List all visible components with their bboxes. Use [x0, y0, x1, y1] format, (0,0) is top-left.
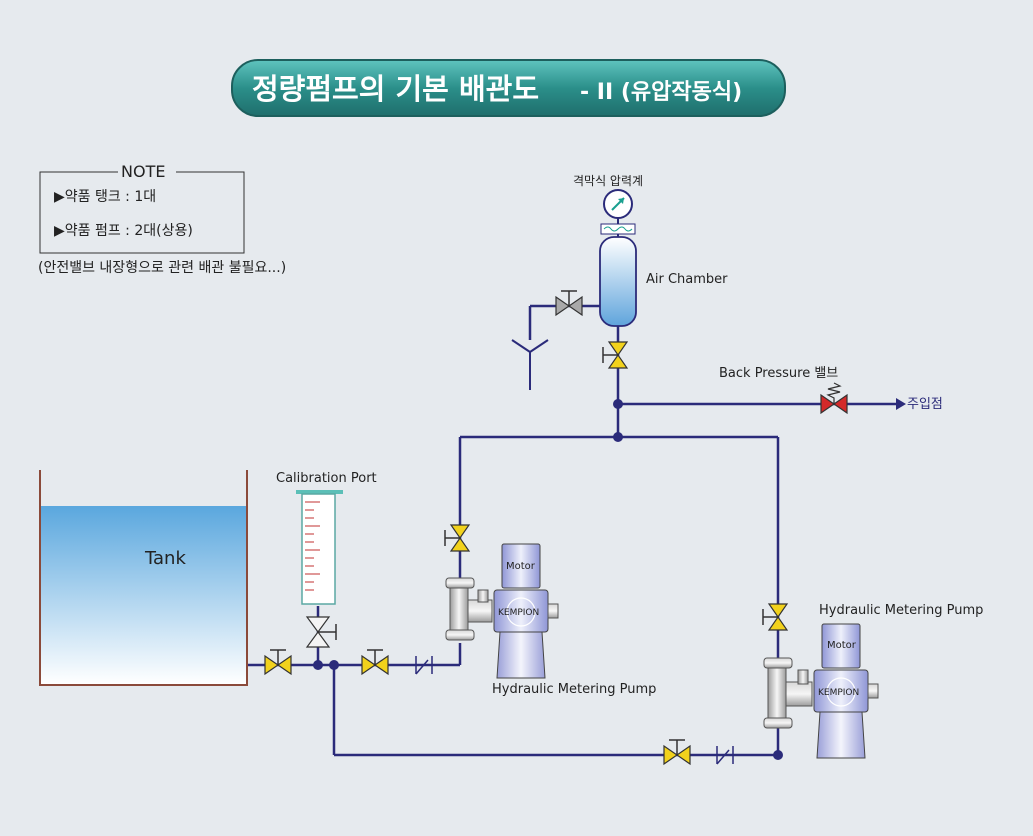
gate-valve-icon[interactable] — [762, 603, 789, 631]
air-chamber: Air Chamber — [599, 236, 728, 327]
calibration-port-label: Calibration Port — [276, 471, 377, 486]
note-line-1: ▶약품 탱크 : 1대 — [54, 189, 156, 205]
arrow-icon — [896, 398, 906, 410]
check-valve-icon — [415, 656, 433, 675]
drain-funnel-icon — [511, 339, 549, 390]
pump-1-motor-label: Motor — [506, 561, 536, 572]
air-chamber-label: Air Chamber — [646, 272, 728, 287]
pipe-junctions — [313, 399, 783, 760]
calibration-port: Calibration Port — [276, 471, 377, 605]
gate-valve-icon[interactable] — [663, 739, 691, 766]
check-valve-icon — [716, 746, 734, 765]
back-pressure-label: Back Pressure 밸브 — [719, 366, 838, 381]
drain-valve-icon[interactable] — [555, 290, 583, 317]
pump-2-label: Hydraulic Metering Pump — [819, 603, 983, 618]
metering-pump-1: Motor KEMPION Hydraulic Metering Pump — [445, 543, 656, 697]
pump-1-label: Hydraulic Metering Pump — [492, 682, 656, 697]
injection-point-label: 주입점 — [907, 397, 943, 412]
title-suffix: - II (유압작동식) — [580, 80, 742, 105]
tank-label: Tank — [144, 548, 186, 569]
back-pressure-valve-icon[interactable] — [820, 382, 848, 415]
gauge-label: 격막식 압력계 — [573, 174, 643, 188]
pump-1-brand-label: KEMPION — [498, 608, 539, 618]
note-heading: NOTE — [121, 162, 165, 181]
tank: Tank — [39, 470, 248, 686]
note-line-2: ▶약품 펌프 : 2대(상용) — [54, 223, 193, 239]
calibration-valve-icon[interactable] — [305, 616, 337, 648]
metering-pump-2: Motor KEMPION Hydraulic Metering Pump — [763, 603, 983, 759]
gate-valve-icon[interactable] — [264, 649, 292, 676]
pump-2-brand-label: KEMPION — [818, 688, 859, 698]
pressure-gauge: 격막식 압력계 — [573, 174, 643, 237]
note-footnote: (안전밸브 내장형으로 관련 배관 불필요...) — [38, 260, 286, 276]
gate-valve-icon[interactable] — [361, 649, 389, 676]
gate-valve-icon[interactable] — [444, 524, 471, 552]
note-box: NOTE ▶약품 탱크 : 1대 ▶약품 펌프 : 2대(상용) (안전밸브 내… — [38, 162, 286, 276]
title-main: 정량펌프의 기본 배관도 — [252, 72, 539, 106]
gate-valve-icon[interactable] — [602, 341, 629, 369]
title-banner: 정량펌프의 기본 배관도 - II (유압작동식) — [231, 59, 786, 117]
pump-2-motor-label: Motor — [827, 640, 857, 651]
